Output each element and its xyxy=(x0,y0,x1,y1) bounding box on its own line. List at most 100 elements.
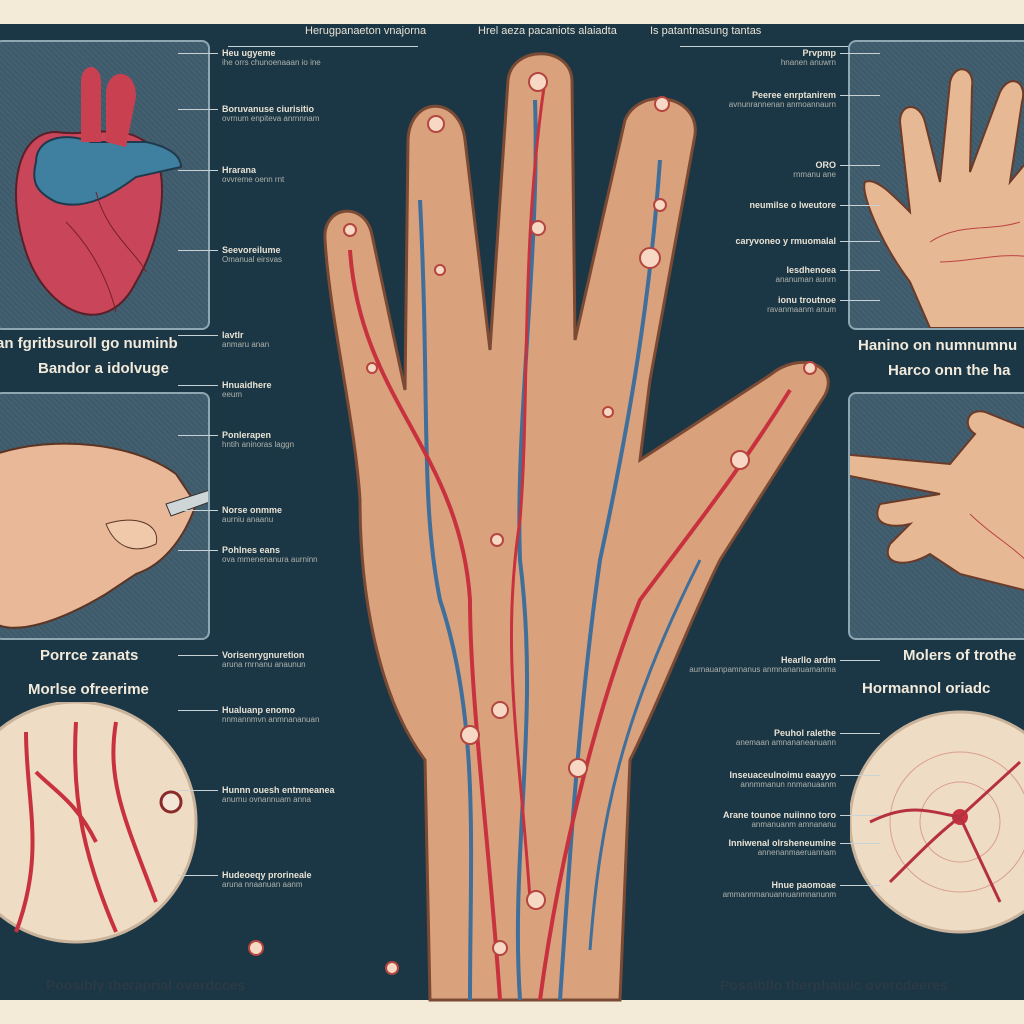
right-heading-3: Molers of trothe xyxy=(903,647,1017,664)
annotation-title: Inseuaceulnoimu eaayyo xyxy=(729,770,836,780)
annotation-title: Hnue paomoae xyxy=(771,880,836,890)
heart-panel xyxy=(0,40,210,330)
annotation-title: ionu troutnoe xyxy=(778,295,836,305)
palm-hand-illustration xyxy=(863,68,1024,328)
leader-line xyxy=(840,815,880,816)
annotation-title: Peeree enrptanirem xyxy=(751,90,836,100)
right-heading-1: Hanino on numnumnu xyxy=(858,337,1018,354)
annotation-label: caryvoneo y rmuomalal xyxy=(735,236,836,246)
annotation-title: caryvoneo y rmuomalal xyxy=(735,236,836,246)
annotation-title: Ponlerapen xyxy=(222,430,272,440)
annotation-title: ORO xyxy=(815,160,836,170)
nerve-target-circle xyxy=(850,710,1024,934)
leader-line xyxy=(178,250,218,251)
annotation-text: aruna nnaanuan aanm xyxy=(222,880,303,889)
annotation-text: Omanual eirsvas xyxy=(222,255,283,264)
annotation-title: Prvpmp xyxy=(802,48,836,58)
leader-line xyxy=(178,790,218,791)
top-header-3: Is patantnasung tantas xyxy=(650,25,762,37)
annotation-title: Hnuaidhere xyxy=(222,380,272,390)
annotation-title: Heu ugyeme xyxy=(222,48,276,58)
annotation-title: Boruvanuse ciurisitio xyxy=(222,104,315,114)
right-heading-2: Harco onn the ha xyxy=(888,362,1011,379)
leader-line xyxy=(178,109,218,110)
annotation-title: lesdhenoea xyxy=(786,265,836,275)
annotation-text: ihe orrs chunoenaaan io ine xyxy=(222,58,321,67)
leader-line xyxy=(178,170,218,171)
annotation-label: neumilse o lweutore xyxy=(749,200,836,210)
annotation-text: annenanmaeruannam xyxy=(757,848,836,857)
leader-line xyxy=(178,385,218,386)
leader-line xyxy=(840,660,880,661)
annotation-text: hnanen anuwrn xyxy=(780,58,836,67)
leader-line xyxy=(178,550,218,551)
leader-line xyxy=(178,53,218,54)
annotation-text: annmmanun nnmanuaanm xyxy=(740,780,836,789)
annotation-title: Pohlnes eans xyxy=(222,545,281,555)
top-header-2: Hrel aeza pacaniots alaiadta xyxy=(478,25,617,37)
heart-illustration xyxy=(15,67,183,316)
annotation-title: Norse onmme xyxy=(222,505,283,515)
annotation-text: anmanuanm amnananu xyxy=(751,820,836,829)
vessel-circle-panel xyxy=(0,700,210,994)
annotation-title: lavtlr xyxy=(222,330,244,340)
vessel-closeup-circle xyxy=(0,702,198,944)
left-heading-3: Porrce zanats xyxy=(40,647,139,664)
annotation-title: Arane tounoe nuiinno toro xyxy=(723,810,836,820)
leader-line xyxy=(840,205,880,206)
annotation-text: aurnauanpamnanus anmnananuamanma xyxy=(689,665,836,674)
hand-panel-middle xyxy=(848,392,1024,640)
annotation-text: ravanmaanm anum xyxy=(767,305,836,314)
annotation-title: Hudeoeqy prorineale xyxy=(222,870,312,880)
leader-line xyxy=(840,53,880,54)
annotation-text: aurniu anaanu xyxy=(222,515,274,524)
top-header-1: Herugpanaeton vnajorna xyxy=(305,25,427,37)
annotation-text: aruna rnrnanu anaunun xyxy=(222,660,306,669)
annotation-text: ova mmenenanura aurninn xyxy=(222,555,318,564)
leader-line xyxy=(840,775,880,776)
hand-pen-panel xyxy=(0,392,210,640)
hand-panel-top xyxy=(848,40,1024,330)
leader-line xyxy=(840,241,880,242)
annotation-text: hntih aninoras laggn xyxy=(222,440,295,449)
right-heading-4: Hormannol oriadc xyxy=(862,680,991,697)
annotation-text: ananuman aunrn xyxy=(775,275,837,284)
hand-holding-pen-illustration xyxy=(0,442,208,629)
annotation-title: Hearllo ardm xyxy=(780,655,836,665)
bottom-caption-right: Possibllo therphaiuic overcdeeres xyxy=(720,977,948,993)
leader-line xyxy=(178,875,218,876)
leader-line xyxy=(178,435,218,436)
leader-line xyxy=(680,46,850,47)
annotation-title: Inniwenal olrsheneumine xyxy=(728,838,836,848)
annotation-title: Seevoreilume xyxy=(222,245,281,255)
left-heading-4: Morlse ofreerime xyxy=(28,681,149,698)
annotation-text: anemaan amnananeanuann xyxy=(735,738,836,747)
annotation-title: Hualuanp enomo xyxy=(222,705,296,715)
annotation-text: nnmannmvn anmnananuan xyxy=(222,715,320,724)
annotation-title: Hrarana xyxy=(222,165,257,175)
left-heading-2: Bandor a idolvuge xyxy=(38,360,169,377)
annotation-text: ammannmanuannuanmnanunm xyxy=(722,890,836,899)
leader-line xyxy=(178,335,218,336)
annotation-text: ovrnum enpiteva anrnnnam xyxy=(222,114,320,123)
